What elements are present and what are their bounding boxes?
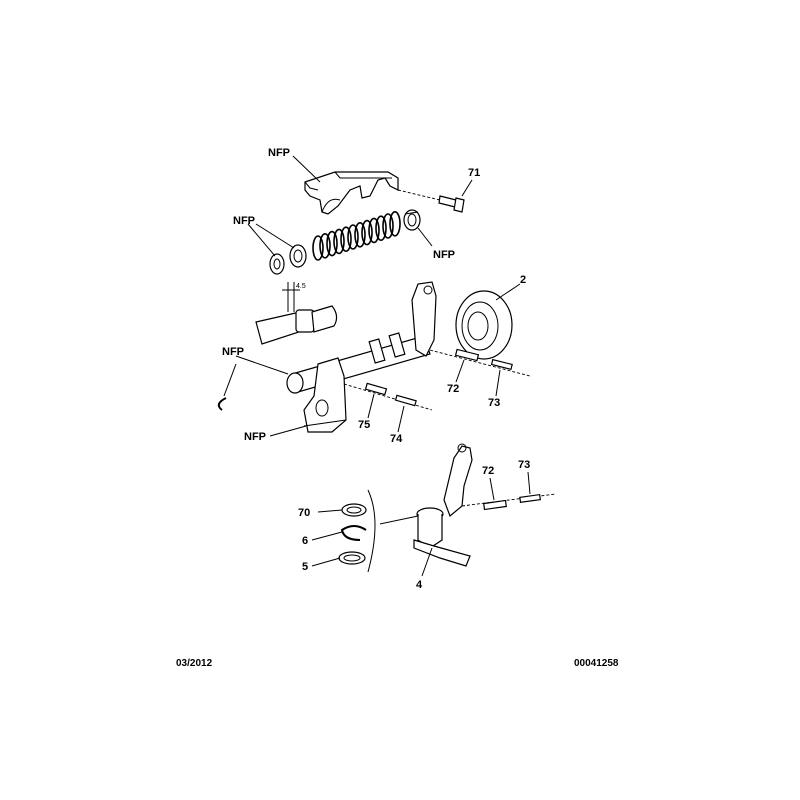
spring	[312, 211, 401, 261]
label-2: 2	[520, 274, 526, 286]
spring-coil	[347, 224, 359, 250]
spring-coil	[361, 219, 373, 246]
washer-70	[341, 503, 367, 517]
pin-72-lower	[483, 499, 507, 511]
circlip-6	[340, 525, 367, 541]
label-nfp-washers: NFP	[233, 215, 255, 227]
fork-support	[303, 357, 347, 433]
footer-reference: 00041258	[574, 658, 619, 669]
spring-coil	[375, 215, 387, 241]
bracket-part	[304, 171, 399, 215]
label-nfp-bush: NFP	[433, 249, 455, 261]
shift-lever-upper	[411, 281, 437, 357]
washer-a	[269, 253, 285, 275]
pin-75	[364, 382, 388, 396]
dimension-4-5: 4.5	[296, 283, 306, 290]
label-4: 4	[416, 579, 423, 591]
bolt-71	[438, 195, 465, 213]
spring-coil	[368, 217, 380, 244]
spring-coil	[333, 228, 345, 255]
label-71: 71	[468, 167, 480, 179]
label-72-upper: 72	[447, 383, 459, 395]
pin-73-lower	[519, 493, 541, 504]
spring-coil	[312, 235, 324, 261]
label-73-upper: 73	[488, 397, 500, 409]
label-74: 74	[390, 433, 403, 445]
spring-coil	[319, 233, 331, 259]
pin-74	[394, 394, 417, 407]
selector-shaft	[286, 332, 431, 394]
label-72-lower: 72	[482, 465, 494, 477]
background-shaft	[255, 305, 338, 345]
shift-lever-4	[413, 443, 473, 567]
label-nfp-shaft: NFP	[222, 346, 244, 358]
bush-part	[403, 209, 421, 231]
pin-72-upper	[454, 348, 480, 362]
label-nfp-bracket: NFP	[268, 147, 290, 159]
pin-73-upper	[490, 358, 513, 371]
label-5: 5	[302, 561, 308, 573]
washer-b	[289, 244, 307, 268]
spring-coil	[389, 211, 401, 237]
label-73-lower: 73	[518, 459, 530, 471]
washer-5	[338, 551, 366, 565]
label-75: 75	[358, 419, 370, 431]
footer-date: 03/2012	[176, 658, 213, 669]
circlip-shaft	[217, 397, 227, 411]
spring-coil	[340, 226, 352, 252]
spring-coil	[326, 230, 338, 257]
label-70: 70	[298, 507, 310, 519]
label-6: 6	[302, 535, 308, 547]
label-nfp-support: NFP	[244, 431, 266, 443]
spring-coil	[354, 222, 366, 248]
spring-coil	[382, 213, 394, 239]
bearing-2	[455, 290, 513, 360]
